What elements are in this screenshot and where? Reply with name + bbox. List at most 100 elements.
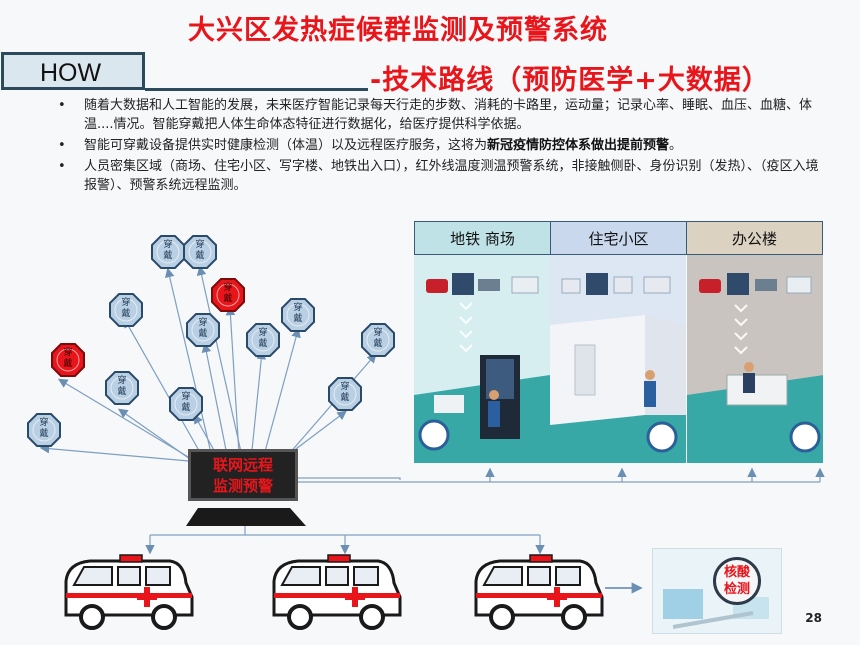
wearable-label: 穿戴 — [169, 392, 203, 414]
wearable-label-char: 穿 — [39, 418, 49, 428]
scene-office — [686, 255, 823, 463]
wearable-icon — [151, 235, 185, 269]
residential-illustration — [550, 255, 687, 463]
nucleic-test-badge: 核酸 检测 — [713, 557, 761, 605]
wearable-label-char: 穿 — [373, 328, 383, 338]
wearable-label: 穿戴 — [151, 240, 185, 262]
wearable-node: 穿戴 — [281, 298, 315, 332]
bullet-item: 人员密集区域（商场、住宅小区、写字楼、地铁出入口），红外线温度测温预警系统，非接… — [56, 157, 831, 195]
wearable-label-char: 穿 — [195, 240, 205, 250]
nucleic-test-line2: 检测 — [723, 582, 750, 597]
ambulance — [470, 553, 610, 635]
page-title-line1: 大兴区发热症候群监测及预警系统 — [188, 15, 608, 46]
scene-residential — [550, 255, 687, 463]
ambulance — [60, 553, 200, 635]
wearable-icon — [183, 235, 217, 269]
wearable-label-char: 戴 — [195, 251, 205, 261]
wearable-label-char: 戴 — [163, 251, 173, 261]
wearable-node-alert: 穿戴 — [51, 343, 85, 377]
wearable-icon — [328, 377, 362, 411]
wearable-label-char: 穿 — [198, 318, 208, 328]
wearable-label: 穿戴 — [211, 283, 245, 305]
scene-tabs: 地铁 商场 住宅小区 办公楼 — [414, 221, 823, 255]
wearable-node-alert: 穿戴 — [211, 278, 245, 312]
nucleic-test-panel: 核酸 检测 — [652, 548, 782, 634]
wearable-icon — [361, 323, 395, 357]
wearable-label: 穿戴 — [109, 298, 143, 320]
wearable-node: 穿戴 — [186, 313, 220, 347]
wearable-label: 穿戴 — [27, 418, 61, 440]
wearable-label-char: 戴 — [340, 393, 350, 403]
wearable-icon — [169, 387, 203, 421]
wearable-label-char: 穿 — [223, 283, 233, 293]
wearable-label-char: 穿 — [117, 376, 127, 386]
wearable-label: 穿戴 — [246, 328, 280, 350]
wearable-label-char: 戴 — [121, 309, 131, 319]
bullet-bold-text: 新冠疫情防控体系做出提前预警 — [487, 138, 670, 153]
monitor-label-line2: 监测预警 — [212, 477, 273, 495]
office-illustration — [686, 255, 823, 463]
tab-subway-mall[interactable]: 地铁 商场 — [415, 222, 551, 254]
bullet-text: 随着大数据和人工智能的发展，未来医疗智能记录每天行走的步数、消耗的卡路里，运动量… — [84, 98, 813, 132]
wearable-node: 穿戴 — [183, 235, 217, 269]
wearable-label-char: 戴 — [258, 339, 268, 349]
subway-mall-illustration — [414, 255, 550, 463]
wearable-label-char: 穿 — [163, 240, 173, 250]
bullet-item: 随着大数据和人工智能的发展，未来医疗智能记录每天行走的步数、消耗的卡路里，运动量… — [56, 96, 831, 134]
wearable-label: 穿戴 — [281, 303, 315, 325]
wearable-icon — [246, 323, 280, 357]
wearable-label-char: 戴 — [117, 387, 127, 397]
tab-office[interactable]: 办公楼 — [687, 222, 822, 254]
scene-illustrations — [414, 255, 823, 463]
wearable-node: 穿戴 — [328, 377, 362, 411]
wearable-node: 穿戴 — [361, 323, 395, 357]
wearable-node: 穿戴 — [27, 413, 61, 447]
how-underline — [145, 88, 368, 91]
ambulance-icon — [474, 554, 604, 630]
wearable-label-char: 戴 — [181, 403, 191, 413]
wearable-label: 穿戴 — [186, 318, 220, 340]
wearable-label-char: 戴 — [373, 339, 383, 349]
wearable-label-char: 穿 — [340, 382, 350, 392]
tab-residential[interactable]: 住宅小区 — [551, 222, 687, 254]
monitor-label: 联网远程 监测预警 — [199, 455, 287, 497]
wearable-label-char: 穿 — [181, 392, 191, 402]
monitor-label-line1: 联网远程 — [212, 456, 273, 474]
nucleic-test-line1: 核酸 — [723, 565, 750, 580]
page-title-line2: -技术路线（预防医学+大数据） — [370, 65, 770, 96]
wearable-label-char: 穿 — [293, 303, 303, 313]
wearable-label-char: 穿 — [121, 298, 131, 308]
scene-subway-mall — [414, 255, 550, 463]
wearable-node: 穿戴 — [105, 371, 139, 405]
bullet-item: 智能可穿戴设备提供实时健康检测（体温）以及远程医疗服务，这将为新冠疫情防控体系做… — [56, 136, 831, 155]
wearable-label: 穿戴 — [183, 240, 217, 262]
wearable-label: 穿戴 — [51, 348, 85, 370]
wearable-node: 穿戴 — [246, 323, 280, 357]
wearable-icon — [281, 298, 315, 332]
bullet-text: 智能可穿戴设备提供实时健康检测（体温）以及远程医疗服务，这将为 — [84, 138, 488, 153]
how-label: HOW — [40, 59, 102, 87]
wearable-icon — [211, 278, 245, 312]
wearable-label-char: 穿 — [258, 328, 268, 338]
wearable-label: 穿戴 — [105, 376, 139, 398]
bullet-list: 随着大数据和人工智能的发展，未来医疗智能记录每天行走的步数、消耗的卡路里，运动量… — [56, 96, 831, 197]
wearable-label-char: 戴 — [198, 329, 208, 339]
ambulance — [268, 553, 408, 635]
wearable-icon — [109, 293, 143, 327]
wearable-label-char: 戴 — [223, 294, 233, 304]
monitor-screen: 联网远程 监测预警 — [188, 449, 298, 501]
page-number: 28 — [805, 611, 822, 625]
wearable-icon — [51, 343, 85, 377]
wearable-icon — [27, 413, 61, 447]
bullet-text: 。 — [669, 138, 683, 153]
wearable-node: 穿戴 — [169, 387, 203, 421]
wearable-label-char: 戴 — [63, 359, 73, 369]
ambulance-icon — [272, 554, 402, 630]
wearable-node: 穿戴 — [151, 235, 185, 269]
wearable-icon — [105, 371, 139, 405]
how-label-box: HOW — [1, 52, 145, 90]
wearable-icon — [186, 313, 220, 347]
wearable-label: 穿戴 — [328, 382, 362, 404]
wearable-label-char: 戴 — [39, 429, 49, 439]
